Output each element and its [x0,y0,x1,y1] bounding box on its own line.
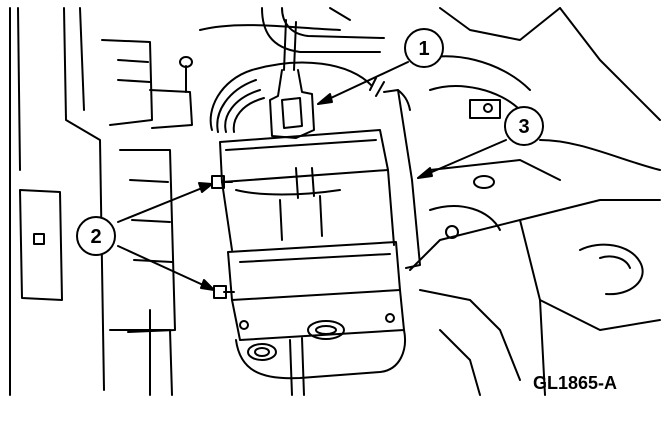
compressor-body [211,77,421,396]
refrigerant-lines [199,7,385,53]
callout-2-label: 2 [90,226,101,248]
arrowhead-3 [417,167,433,179]
callout-2: 2 [76,216,116,256]
callout-3-label: 3 [518,116,529,138]
arrowhead-2a [198,182,213,193]
callout-leaders [117,61,507,291]
leader-3 [417,139,507,179]
right-structure [409,7,661,396]
figure-code: GL1865-A [533,373,617,393]
callout-1: 1 [404,28,444,68]
leader-2a [117,183,213,223]
electrical-connector [269,19,315,139]
left-frame [9,7,193,396]
leader-2b [117,245,215,291]
arrowhead-2b [200,279,215,291]
arrowhead-1 [317,93,333,105]
leader-1 [317,61,409,105]
callout-1-label: 1 [418,38,429,60]
callout-3: 3 [504,106,544,146]
compressor-pulley [209,61,373,133]
